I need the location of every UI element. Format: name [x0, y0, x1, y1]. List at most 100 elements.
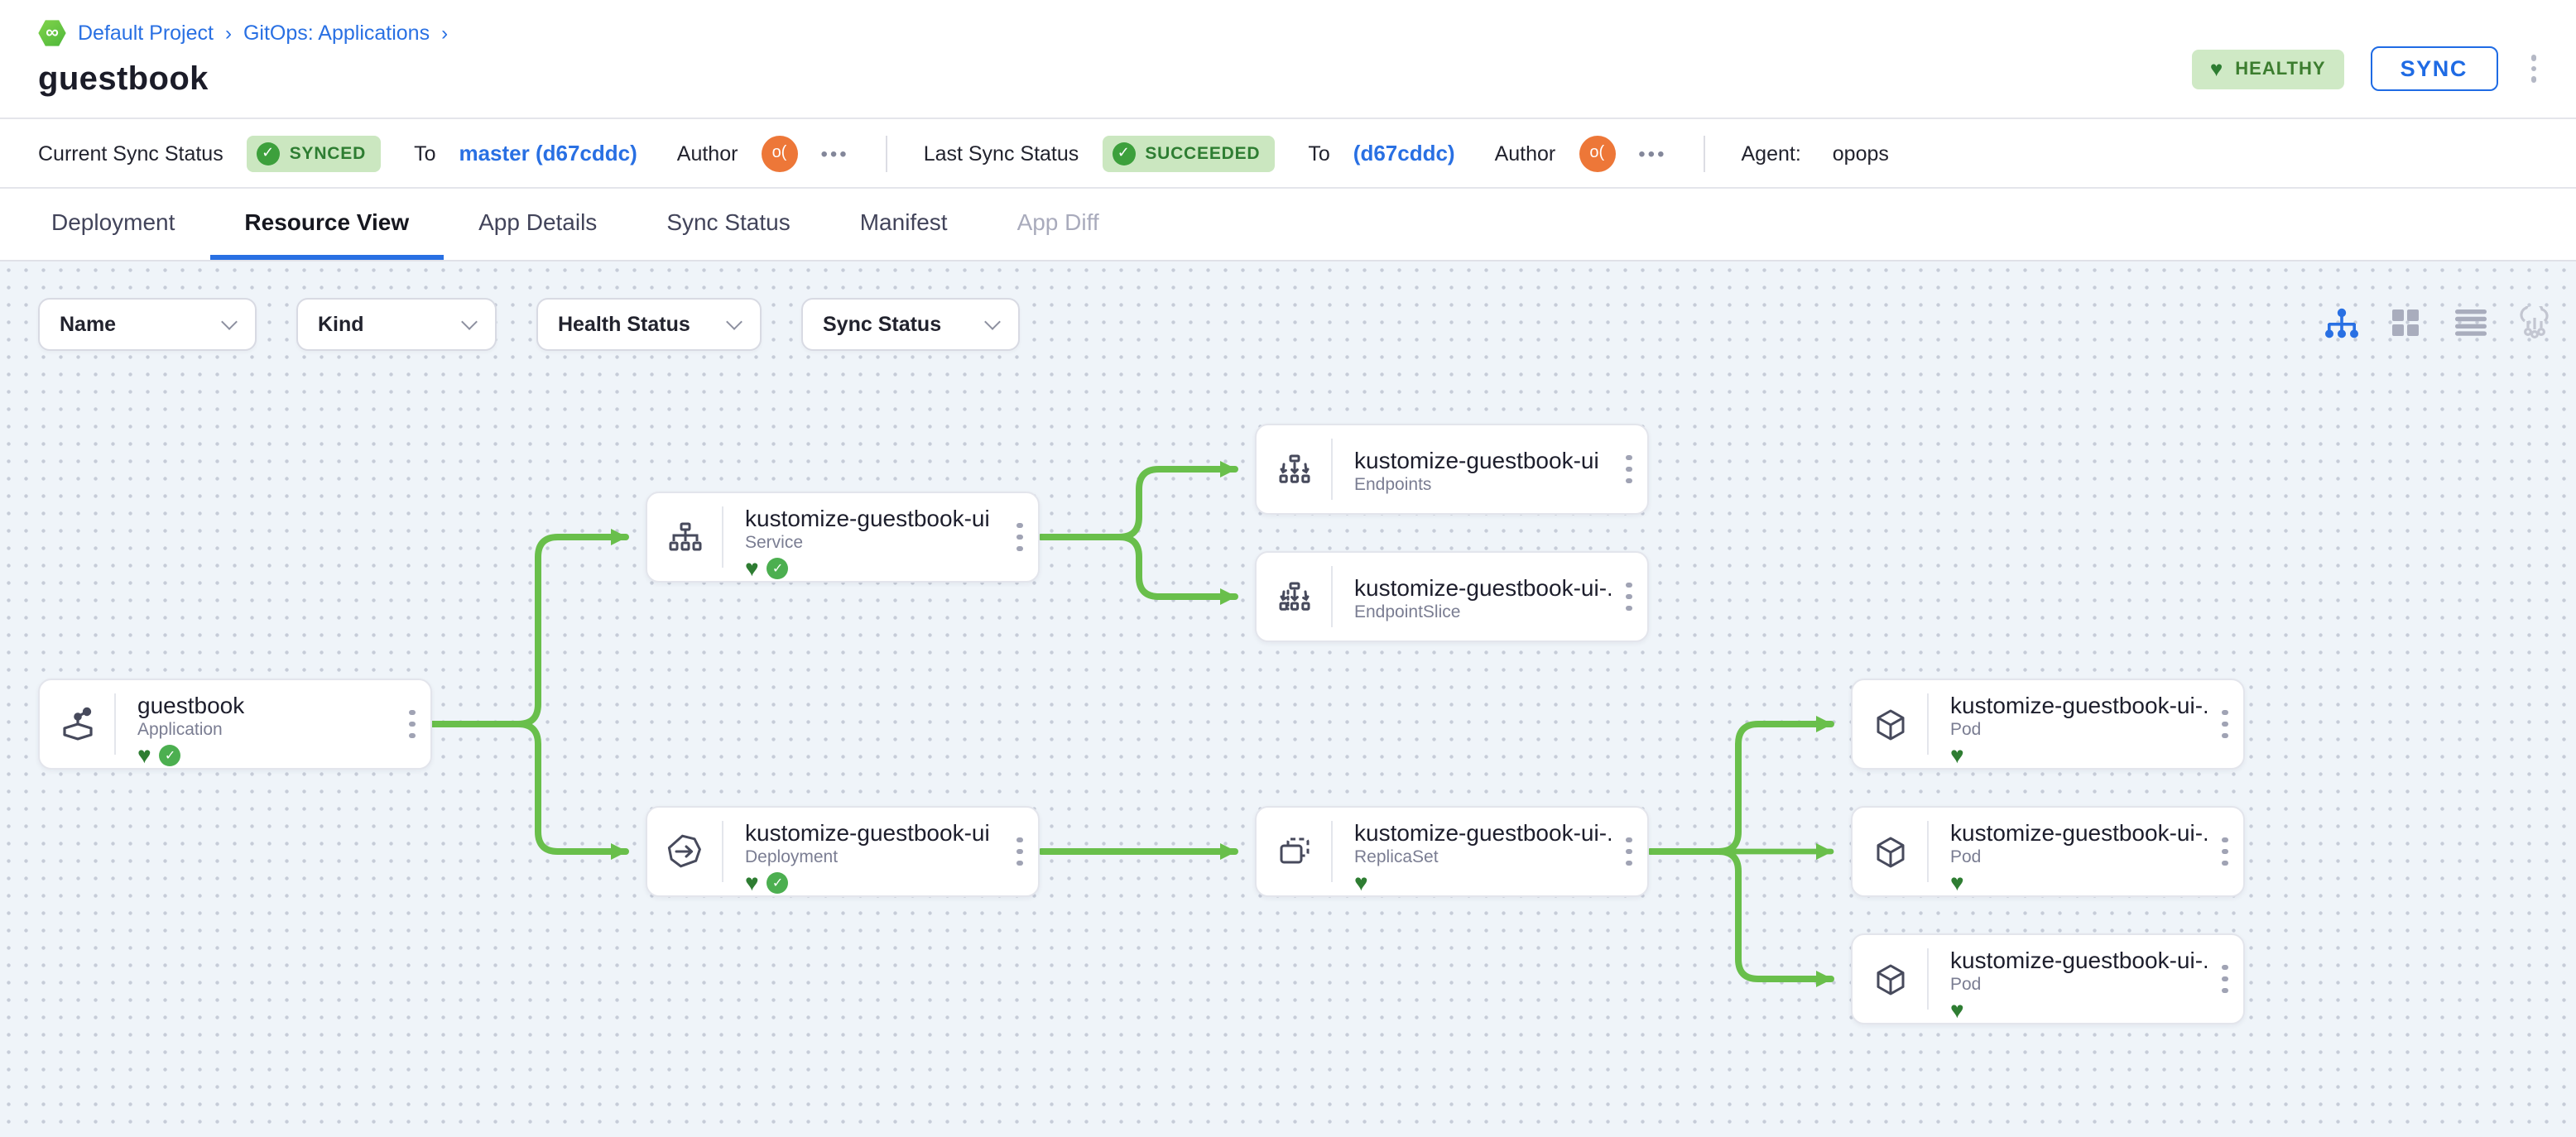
chevron-down-icon — [726, 313, 743, 329]
header-kebab-menu[interactable] — [2524, 49, 2543, 89]
breadcrumb-separator-icon: › — [441, 22, 449, 45]
node-kebab-menu[interactable] — [2207, 935, 2243, 1023]
node-kebab-menu[interactable] — [1611, 425, 1647, 513]
filter-name-dropdown[interactable]: Name — [38, 298, 257, 351]
node-name: kustomize-guestbook-ui — [745, 505, 990, 531]
check-circle-icon: ✓ — [256, 142, 280, 165]
node-kebab-menu[interactable] — [1611, 808, 1647, 895]
divider — [1703, 135, 1705, 171]
sync-button[interactable]: SYNC — [2370, 46, 2497, 91]
node-kind: Application — [137, 720, 223, 740]
node-kind: EndpointSlice — [1354, 602, 1461, 622]
node-service-kustomize-guestbook-ui[interactable]: kustomize-guestbook-ui Service ♥ ✓ — [646, 492, 1040, 583]
pod-icon — [1853, 680, 1927, 768]
healthy-heart-icon: ♥ — [745, 554, 759, 581]
healthy-heart-icon: ♥ — [745, 869, 759, 895]
node-name: kustomize-guestbook-ui — [1354, 447, 1599, 473]
tab-deployment[interactable]: Deployment — [51, 209, 175, 235]
node-kebab-menu[interactable] — [394, 680, 430, 768]
agent-value: opops — [1832, 142, 1889, 165]
node-name: kustomize-guestbook-ui-... — [1950, 947, 2207, 973]
synced-check-icon: ✓ — [159, 744, 181, 765]
commit-message-more[interactable]: ••• — [1638, 142, 1667, 165]
view-toggle-group — [2323, 305, 2553, 341]
tree-view-icon[interactable] — [2323, 305, 2359, 341]
author-label: Author — [676, 142, 738, 165]
grid-view-icon[interactable] — [2387, 305, 2424, 341]
succeeded-badge: ✓ SUCCEEDED — [1102, 135, 1276, 171]
tab-manifest[interactable]: Manifest — [859, 209, 948, 235]
node-deployment-kustomize-guestbook-ui[interactable]: kustomize-guestbook-ui Deployment ♥ ✓ — [646, 806, 1040, 897]
current-revision-link[interactable]: master (d67cddc) — [459, 141, 637, 166]
heart-icon: ♥ — [2209, 55, 2224, 80]
tab-app-details[interactable]: App Details — [478, 209, 598, 235]
node-pod-kustomize-guestbook-ui-2[interactable]: kustomize-guestbook-ui-... Pod ♥ — [1851, 806, 2245, 897]
filter-kind-dropdown[interactable]: Kind — [296, 298, 497, 351]
filter-sync-status-dropdown[interactable]: Sync Status — [801, 298, 1020, 351]
healthy-heart-icon: ♥ — [137, 741, 151, 768]
node-replicaset-kustomize-guestbook-ui[interactable]: kustomize-guestbook-ui-... ReplicaSet ♥ — [1255, 806, 1649, 897]
sync-status-bar: Current Sync Status ✓ SYNCED To master (… — [0, 118, 2576, 189]
filter-health-status-dropdown[interactable]: Health Status — [536, 298, 762, 351]
author-label: Author — [1494, 142, 1556, 165]
breadcrumb-link-project[interactable]: Default Project — [78, 22, 214, 45]
synced-check-icon: ✓ — [767, 557, 789, 578]
node-kebab-menu[interactable] — [1002, 808, 1038, 895]
node-application-guestbook[interactable]: guestbook Application ♥ ✓ — [38, 679, 432, 770]
filter-row: Name Kind Health Status Sync Status — [38, 298, 1020, 351]
node-kind: ReplicaSet — [1354, 847, 1439, 867]
tab-sync-status[interactable]: Sync Status — [666, 209, 791, 235]
health-status-badge: ♥ HEALTHY — [2191, 49, 2344, 89]
agent-label: Agent: — [1741, 142, 1801, 165]
pod-icon — [1853, 808, 1927, 895]
node-name: guestbook — [137, 692, 245, 718]
node-kind: Service — [745, 533, 804, 553]
divider — [885, 135, 887, 171]
application-icon — [40, 680, 114, 768]
chevron-down-icon — [984, 313, 1001, 329]
synced-check-icon: ✓ — [767, 871, 789, 893]
node-kind: Endpoints — [1354, 475, 1432, 495]
page-header: ∞ Default Project › GitOps: Applications… — [0, 0, 2576, 118]
node-pod-kustomize-guestbook-ui-1[interactable]: kustomize-guestbook-ui-... Pod ♥ — [1851, 679, 2245, 770]
node-kebab-menu[interactable] — [2207, 680, 2243, 768]
node-name: kustomize-guestbook-ui-... — [1950, 819, 2207, 846]
node-kebab-menu[interactable] — [1002, 493, 1038, 581]
list-view-icon[interactable] — [2452, 305, 2488, 341]
node-kind: Pod — [1950, 720, 1982, 740]
network-view-icon[interactable] — [2516, 305, 2553, 341]
node-kebab-menu[interactable] — [1611, 553, 1647, 640]
breadcrumb: ∞ Default Project › GitOps: Applications… — [38, 17, 448, 50]
project-logo-icon: ∞ — [38, 20, 66, 46]
chevron-down-icon — [221, 313, 238, 329]
endpoints-icon — [1257, 425, 1331, 513]
node-kind: Pod — [1950, 975, 1982, 995]
node-endpoints-kustomize-guestbook-ui[interactable]: kustomize-guestbook-ui Endpoints — [1255, 424, 1649, 515]
to-label: To — [414, 142, 436, 165]
healthy-heart-icon: ♥ — [1950, 996, 1964, 1023]
last-sync-status-label: Last Sync Status — [923, 142, 1079, 165]
tab-resource-view[interactable]: Resource View — [209, 189, 445, 260]
node-endpointslice-kustomize-guestbook-ui[interactable]: kustomize-guestbook-ui-... EndpointSlice — [1255, 551, 1649, 642]
healthy-heart-icon: ♥ — [1950, 741, 1964, 768]
resource-tree-canvas[interactable]: Name Kind Health Status Sync Status — [0, 261, 2576, 1137]
deployment-icon — [647, 808, 722, 895]
node-kind: Pod — [1950, 847, 1982, 867]
check-circle-icon: ✓ — [1112, 142, 1136, 165]
author-avatar: o( — [1579, 135, 1616, 171]
node-name: kustomize-guestbook-ui-... — [1354, 819, 1611, 846]
last-revision-link[interactable]: (d67cddc) — [1353, 141, 1455, 166]
node-name: kustomize-guestbook-ui — [745, 819, 990, 846]
current-sync-status-label: Current Sync Status — [38, 142, 223, 165]
node-pod-kustomize-guestbook-ui-3[interactable]: kustomize-guestbook-ui-... Pod ♥ — [1851, 933, 2245, 1024]
to-label: To — [1308, 142, 1330, 165]
health-badge-label: HEALTHY — [2235, 59, 2326, 79]
synced-badge: ✓ SYNCED — [246, 135, 382, 171]
commit-message-more[interactable]: ••• — [820, 142, 849, 165]
tab-bar: Deployment Resource View App Details Syn… — [0, 189, 2576, 261]
breadcrumb-separator-icon: › — [224, 22, 232, 45]
node-kebab-menu[interactable] — [2207, 808, 2243, 895]
endpointslice-icon — [1257, 553, 1331, 640]
breadcrumb-link-applications[interactable]: GitOps: Applications — [243, 22, 430, 45]
